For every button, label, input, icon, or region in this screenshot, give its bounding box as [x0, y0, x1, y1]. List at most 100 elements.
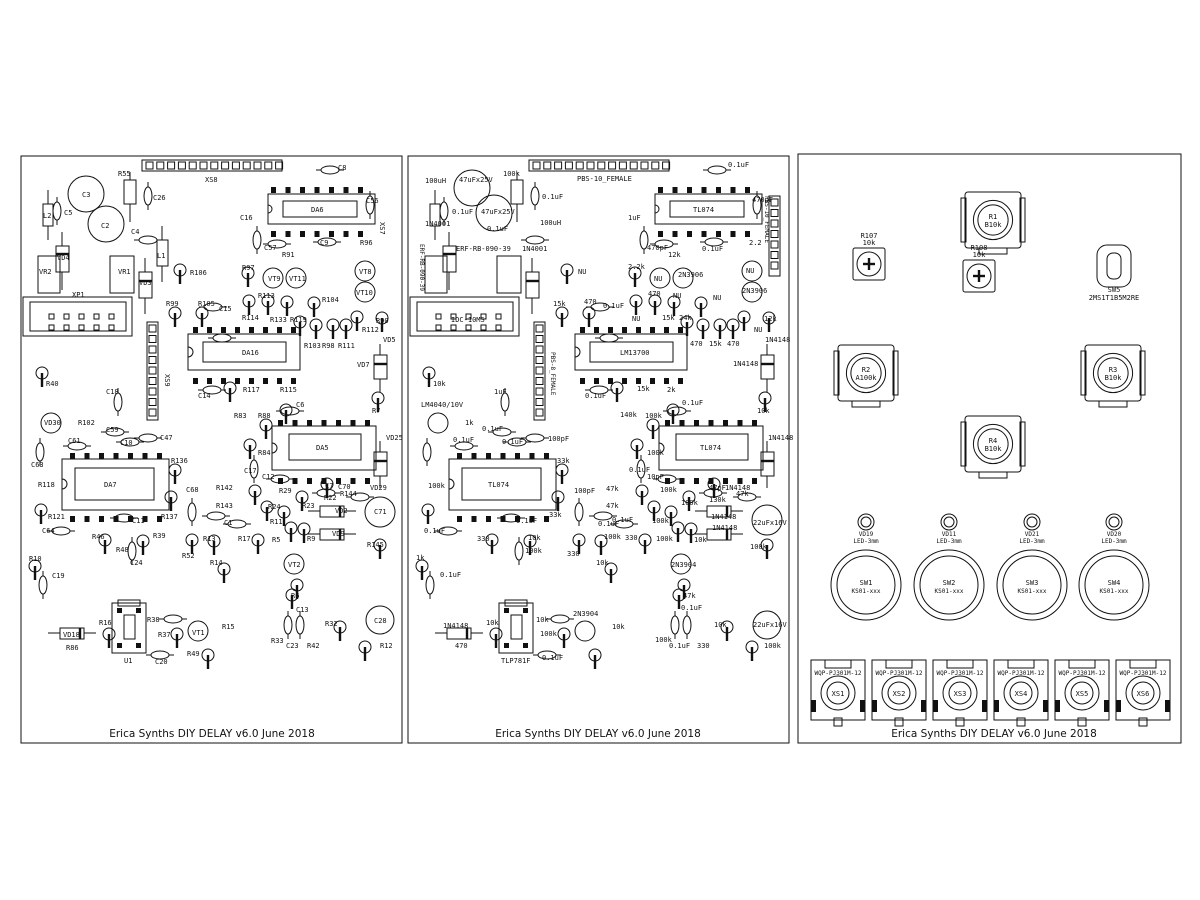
ref-label: XS5	[1076, 690, 1089, 698]
ceramic-capacitor	[312, 488, 340, 498]
ref-label: VD30	[44, 419, 61, 427]
value-label: WQP-PJ301M-12	[937, 670, 984, 677]
part-label: 0.1uF	[453, 436, 474, 444]
connector-pin	[435, 313, 442, 320]
ic-pin	[329, 231, 334, 237]
part-label: TLP781F	[501, 657, 531, 665]
transistor-vt11	[285, 267, 307, 289]
ref-label: R107	[861, 232, 878, 240]
part-label: 100k	[525, 547, 543, 555]
resistor-standing	[98, 533, 112, 554]
part-label: NU	[673, 292, 681, 300]
ceramic-capacitor	[500, 388, 510, 416]
ref-label: R49	[187, 650, 200, 658]
resistor-standing	[248, 484, 262, 505]
ref-label: C9	[320, 239, 328, 247]
ic-pin	[486, 453, 491, 459]
ceramic-capacitor	[439, 197, 449, 225]
ref-label: R113	[258, 292, 275, 300]
ic-lm13700: LM13700	[574, 327, 688, 384]
header-pin	[770, 261, 779, 270]
part-label: 0.1uF	[681, 604, 702, 612]
ic-pin	[730, 187, 736, 193]
ceramic-capacitor	[223, 519, 251, 529]
ref-label: SW2	[943, 579, 956, 587]
ref-label: DA7	[104, 481, 117, 489]
ic-pin	[193, 327, 198, 333]
ic-pin	[314, 187, 320, 193]
ref-label: VD2	[335, 507, 348, 515]
ceramic-capacitor	[313, 237, 341, 247]
part-label: 1N4148	[443, 622, 468, 630]
header-pin	[264, 161, 273, 170]
ref-label: R46	[92, 533, 105, 541]
ic-pin	[321, 478, 327, 484]
ic-pin	[701, 231, 707, 237]
ref-label: C7	[325, 482, 333, 490]
ic-pin	[292, 420, 298, 426]
reference-lm4040	[427, 412, 449, 434]
ref-label: XS6	[1137, 690, 1150, 698]
ic-pin	[500, 516, 506, 522]
ref-label: DA6	[311, 206, 324, 214]
resistor-standing	[307, 296, 321, 317]
ref-label: R121	[48, 513, 65, 521]
ic-pin	[636, 327, 641, 333]
part-label: 470	[690, 340, 703, 348]
ref-label: R83	[234, 412, 247, 420]
ref-label: XS8	[205, 176, 218, 184]
connector-pin	[465, 313, 472, 320]
header-pin	[770, 198, 779, 207]
ceramic-capacitor	[316, 165, 344, 175]
transistor-2n3904-b	[574, 620, 596, 642]
ref-label: VT8	[359, 268, 372, 276]
ic-pin	[745, 231, 750, 237]
electrolytic-cap-c3	[67, 175, 105, 213]
part-label: NU	[632, 315, 640, 323]
part-label: 47pF	[709, 484, 726, 492]
ref-label: C57	[264, 244, 277, 252]
ic-pin	[716, 231, 721, 237]
ref-label: C26	[153, 194, 166, 202]
ref-label: R86	[66, 644, 79, 652]
part-label: 100k	[604, 533, 622, 541]
ic-pin	[622, 378, 627, 384]
ref-label: R102	[78, 419, 95, 427]
ic-pin	[708, 478, 714, 484]
ic-pin	[358, 187, 363, 193]
part-label: 100uH	[540, 219, 561, 227]
resistor-standing	[760, 538, 774, 559]
part-label: 100k	[681, 499, 699, 507]
ref-label: R9	[307, 535, 315, 543]
part-label: 10k	[757, 407, 770, 415]
header-pin	[148, 398, 157, 406]
part-label: PBS-10_FEMALE	[763, 196, 770, 243]
header-pin	[770, 209, 779, 217]
part-label: 10pF	[647, 473, 664, 481]
part-label: 0.1uF	[542, 654, 563, 662]
ic-pin	[291, 327, 296, 333]
ref-label: VD18	[63, 631, 80, 639]
ceramic-capacitor	[752, 191, 762, 219]
part-label: 47uFx25V	[459, 176, 494, 184]
ref-label: R133	[270, 316, 287, 324]
diode-vd9	[308, 528, 356, 541]
connector-pin	[495, 313, 502, 320]
ref-label: C6	[296, 401, 304, 409]
header-pin	[662, 161, 671, 170]
ic-pin	[307, 420, 312, 426]
ic-da16: DA16	[187, 327, 301, 384]
ceramic-capacitor	[202, 511, 230, 521]
ceramic-capacitor	[134, 433, 162, 443]
value-label: 10k	[973, 251, 986, 259]
ic-pin	[687, 187, 692, 193]
ic-pin	[113, 453, 119, 459]
ref-label: C4	[131, 228, 139, 236]
ceramic-capacitor	[422, 438, 432, 466]
connector-xp1: XP1	[22, 291, 133, 337]
ic-pin	[723, 478, 728, 484]
part-label: 470	[648, 290, 661, 298]
ic-pin	[745, 187, 750, 193]
